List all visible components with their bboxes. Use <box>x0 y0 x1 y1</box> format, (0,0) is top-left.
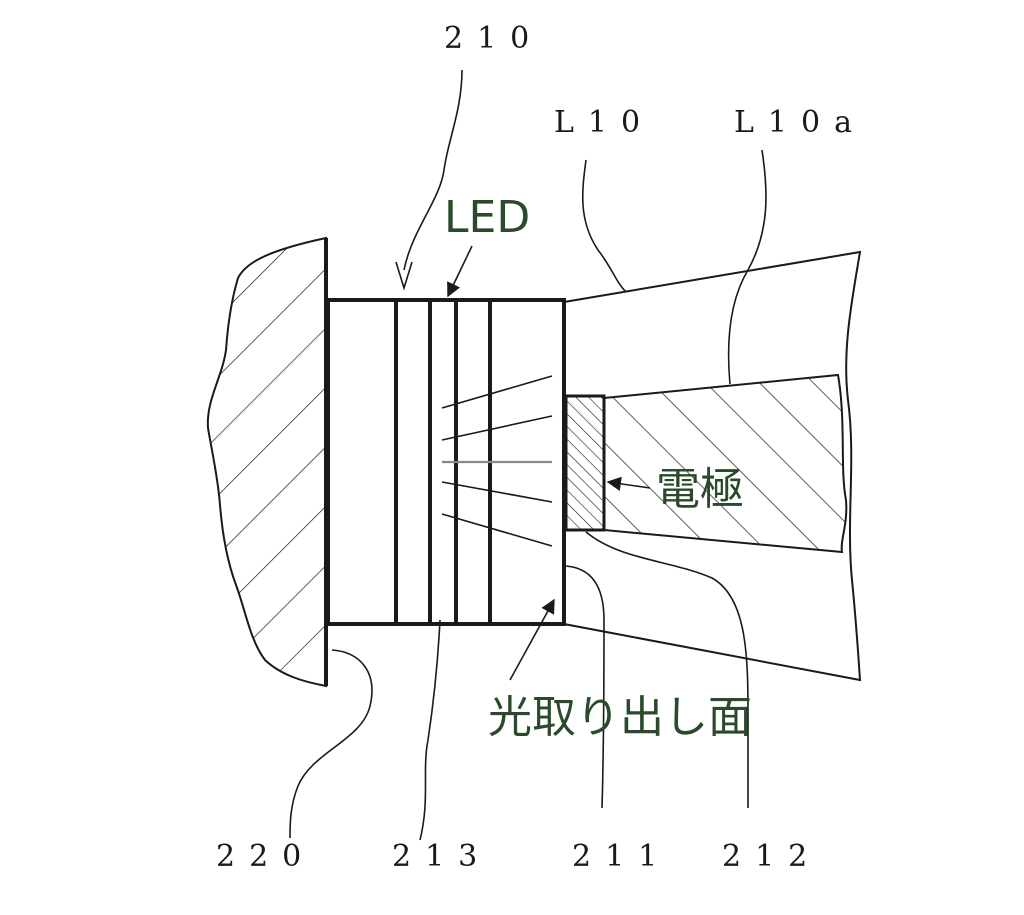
annotation-extraction-surface: 光取り出し面 <box>488 692 752 743</box>
label-l10a: L10a <box>734 105 866 140</box>
light-guide-l10a <box>603 373 848 554</box>
annotation-electrode: 電極 <box>656 464 744 515</box>
leader-led <box>447 245 473 298</box>
light-ray <box>441 481 553 503</box>
electrode-211 <box>564 394 606 532</box>
leader-211 <box>565 565 605 809</box>
leader-electrode <box>606 476 651 491</box>
light-ray <box>441 375 553 409</box>
leader-213 <box>419 619 441 841</box>
light-ray <box>441 513 553 547</box>
annotation-led: LED <box>444 192 530 243</box>
label-l10: L10 <box>554 105 654 140</box>
leader-l10a <box>727 149 767 385</box>
arrow-210-head <box>395 261 413 291</box>
leader-l10 <box>581 159 627 293</box>
leader-212 <box>585 531 749 809</box>
leader-extraction-surface <box>509 598 555 681</box>
label-211: 211 <box>572 839 671 874</box>
label-212: 212 <box>722 839 821 874</box>
label-213: 213 <box>392 839 491 874</box>
leader-220 <box>289 649 373 839</box>
leader-210 <box>403 69 463 271</box>
substrate-220 <box>206 236 327 688</box>
label-210: 210 <box>444 21 543 56</box>
light-ray <box>441 415 553 441</box>
label-220: 220 <box>216 839 315 874</box>
